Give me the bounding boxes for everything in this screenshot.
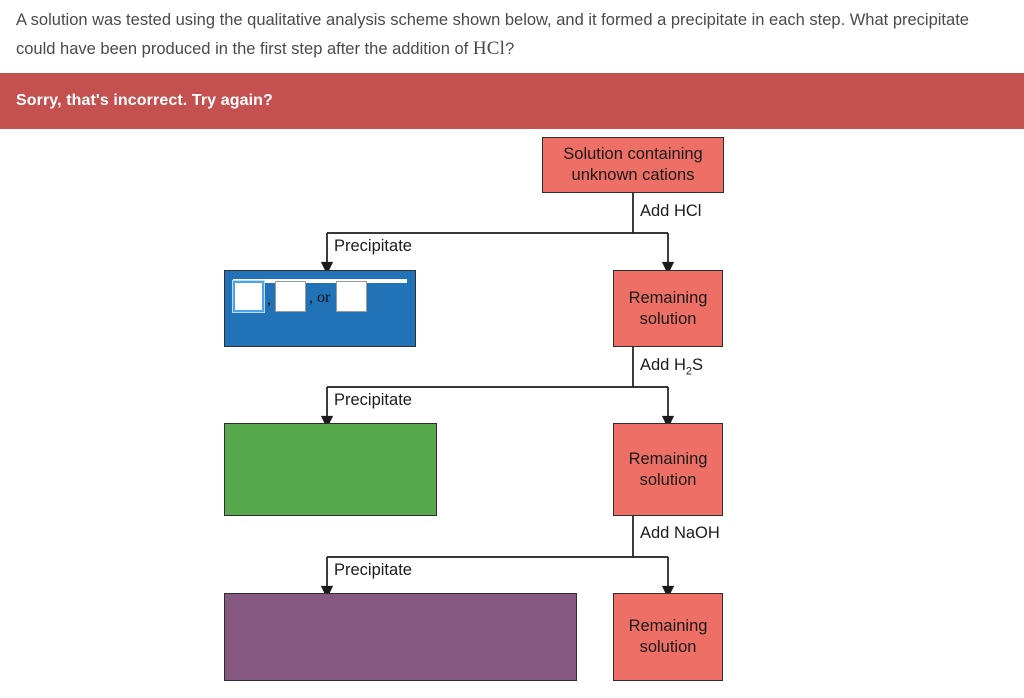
remaining-2-line-2: solution (639, 470, 697, 489)
answer-field-backdrop (233, 279, 407, 283)
answer-separator-or: , or (309, 288, 331, 306)
answer-input-1[interactable] (233, 281, 264, 312)
remaining-1-line-1: Remaining (628, 288, 708, 307)
label-precipitate-2: Precipitate (334, 391, 412, 409)
node-precipitate-2-answer[interactable] (224, 423, 437, 516)
label-add-h2s-suffix: S (691, 356, 703, 374)
question-prompt: A solution was tested using the qualitat… (0, 0, 1024, 73)
label-add-hcl: Add HCl (640, 202, 702, 220)
question-text-part-1: A solution was tested using the qualitat… (16, 11, 969, 58)
question-formula-hcl: HCl (472, 37, 506, 59)
label-add-h2s: Add H2S (640, 357, 703, 377)
node-precipitate-1-answer[interactable]: , , or (224, 270, 416, 347)
remaining-3-line-2: solution (639, 638, 697, 656)
label-precipitate-1: Precipitate (334, 237, 412, 255)
node-remaining-solution-2: Remaining solution (613, 423, 723, 516)
label-add-naoh: Add NaOH (640, 524, 720, 542)
answer-field-group: , , or (233, 281, 368, 312)
question-text-part-2: ? (505, 39, 515, 58)
start-node-line-2: unknown cations (571, 166, 695, 184)
node-precipitate-3-answer[interactable] (224, 593, 577, 681)
qualitative-analysis-flowchart: Solution containing unknown cations Add … (0, 129, 1024, 691)
remaining-2-line-1: Remaining (628, 449, 708, 468)
node-remaining-solution-3: Remaining solution (613, 593, 723, 681)
answer-separator-comma-1: , (267, 290, 271, 308)
feedback-banner: Sorry, that's incorrect. Try again? (0, 73, 1024, 129)
node-solution-unknown-cations: Solution containing unknown cations (542, 137, 724, 193)
feedback-message: Sorry, that's incorrect. Try again? (16, 92, 273, 109)
node-remaining-solution-1: Remaining solution (613, 270, 723, 347)
answer-input-3[interactable] (336, 281, 368, 312)
remaining-3-line-1: Remaining (628, 617, 708, 636)
answer-input-2[interactable] (275, 281, 306, 312)
label-add-h2s-prefix: Add H (640, 356, 686, 374)
remaining-1-line-2: solution (639, 309, 697, 328)
label-add-h2s-subscript: 2 (685, 365, 692, 378)
label-precipitate-3: Precipitate (334, 561, 412, 579)
start-node-line-1: Solution containing (563, 145, 703, 164)
